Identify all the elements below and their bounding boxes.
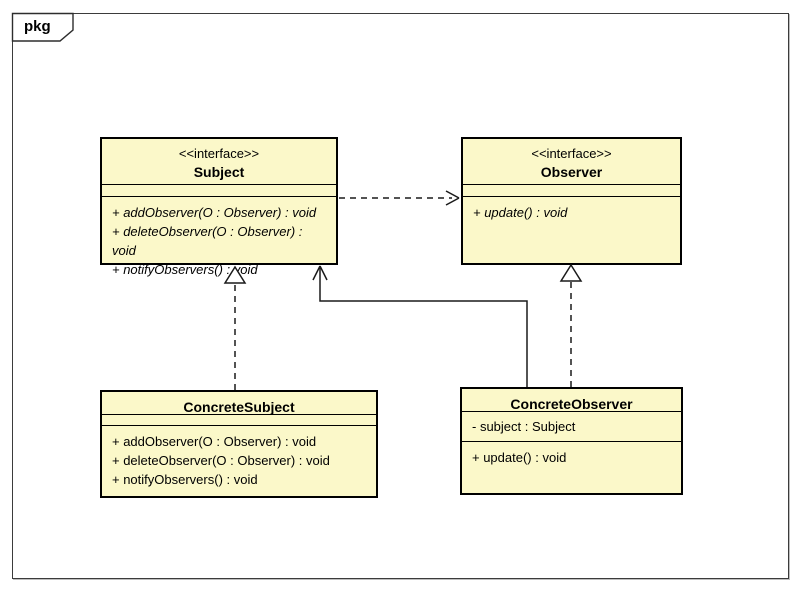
class-box-observer: <<interface>> Observer + update() : void xyxy=(461,137,682,265)
method-label: + update() : void xyxy=(473,205,568,220)
method-label: + notifyObservers() : void xyxy=(112,472,258,487)
method-label: + addObserver(O : Observer) : void xyxy=(112,205,317,220)
attribute-label: - subject : Subject xyxy=(472,419,576,434)
class-box-concrete-subject: ConcreteSubject + addObserver(O : Observ… xyxy=(100,390,378,498)
class-name: ConcreteSubject xyxy=(183,399,295,415)
methods-compartment: + update() : void xyxy=(463,197,680,222)
stereotype-label: <<interface>> xyxy=(178,146,260,161)
attributes-compartment xyxy=(102,185,336,197)
class-box-subject: <<interface>> Subject + addObserver(O : … xyxy=(100,137,338,277)
method-label: + update() : void xyxy=(472,450,567,465)
method-label: + notifyObservers() : void xyxy=(112,262,258,277)
attributes-compartment xyxy=(102,415,376,426)
methods-compartment: + addObserver(O : Observer) : void + del… xyxy=(102,426,376,489)
class-header: <<interface>> Observer xyxy=(463,139,680,185)
method-label: + addObserver(O : Observer) : void xyxy=(112,434,317,449)
class-header: <<interface>> Subject xyxy=(102,139,336,185)
class-header: ConcreteObserver xyxy=(462,389,681,412)
methods-compartment: + addObserver(O : Observer) : void + del… xyxy=(102,197,336,279)
package-tab-label: pkg xyxy=(24,18,51,35)
attributes-compartment: - subject : Subject xyxy=(462,412,681,442)
class-name: Observer xyxy=(540,164,603,180)
stereotype-label: <<interface>> xyxy=(531,146,612,161)
class-header: ConcreteSubject xyxy=(102,392,376,415)
method-label: + deleteObserver(O : Observer) : void xyxy=(112,224,303,258)
method-label: + deleteObserver(O : Observer) : void xyxy=(112,453,330,468)
methods-compartment: + update() : void xyxy=(462,442,681,467)
class-name: ConcreteObserver xyxy=(510,396,633,412)
class-box-concrete-observer: ConcreteObserver - subject : Subject + u… xyxy=(460,387,683,495)
attributes-compartment xyxy=(463,185,680,197)
class-name: Subject xyxy=(193,164,245,180)
